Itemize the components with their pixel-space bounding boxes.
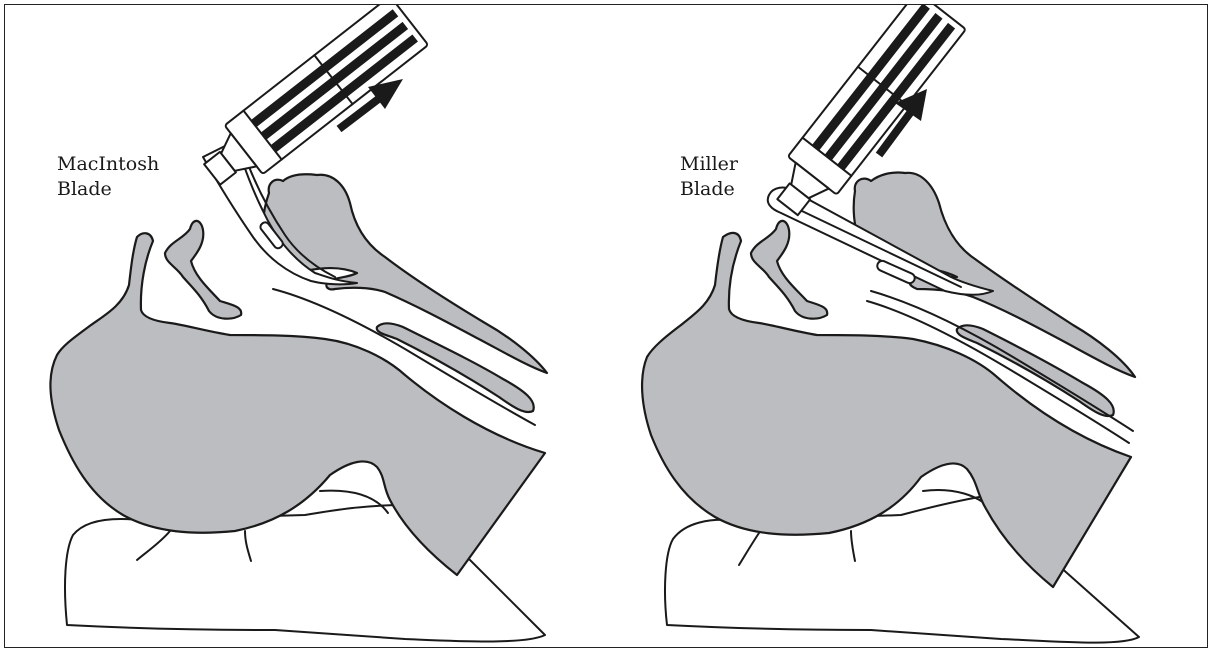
figure-frame: MacIntosh Blade Miller Blade	[4, 4, 1208, 648]
macintosh-panel	[5, 5, 605, 649]
laryngoscope-handle	[193, 5, 428, 199]
miller-panel	[601, 5, 1209, 649]
miller-label-line2: Blade	[680, 177, 738, 202]
macintosh-label-line2: Blade	[57, 177, 159, 202]
miller-label: Miller Blade	[680, 152, 738, 202]
vertebra-fragment	[751, 221, 827, 319]
vertebra-fragment	[165, 221, 241, 319]
miller-label-line1: Miller	[680, 152, 738, 177]
macintosh-label-line1: MacIntosh	[57, 152, 159, 177]
macintosh-label: MacIntosh Blade	[57, 152, 159, 202]
